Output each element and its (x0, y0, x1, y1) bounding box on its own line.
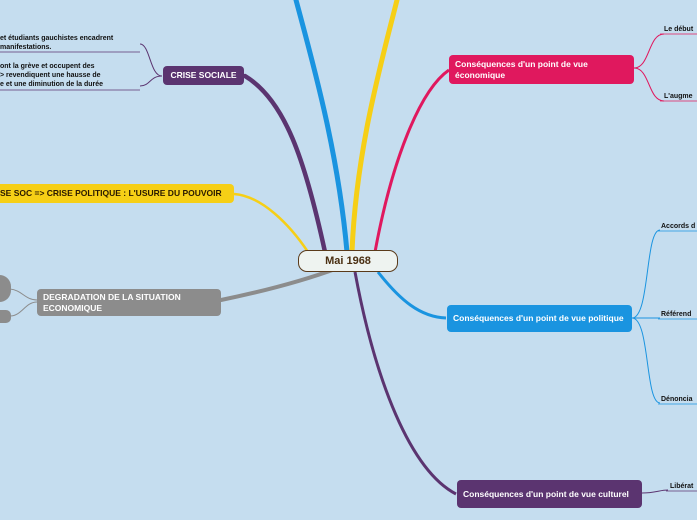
link-politique (376, 271, 447, 320)
topic-consequences-politique[interactable]: Conséquences d'un point de vue politique (447, 305, 632, 332)
leaf-politique-2[interactable]: Référend (661, 311, 692, 318)
central-topic[interactable]: Mai 1968 (298, 250, 398, 272)
note-crise-sociale-4: > revendiquent une hausse de (0, 72, 101, 79)
link-degradation (219, 266, 340, 302)
link-yellow-top (349, 0, 400, 255)
topic-consequences-culturel[interactable]: Conséquences d'un point de vue culturel (457, 480, 642, 508)
leaf-culturel-1[interactable]: Libérat (670, 483, 694, 490)
topic-crise-sociale[interactable]: CRISE SOCIALE (163, 66, 244, 85)
link-economique (373, 68, 450, 253)
note-crise-sociale-1: et étudiants gauchistes encadrent (0, 35, 114, 42)
collapsed-child-2[interactable] (0, 310, 11, 323)
link-crise-sociale (242, 73, 328, 255)
note-crise-sociale-5: e et une diminution de la durée (0, 81, 104, 88)
topic-degradation-economique[interactable]: DEGRADATION DE LA SITUATION ECONOMIQUE (37, 289, 221, 316)
leaf-economique-2[interactable]: L'augme (664, 93, 693, 100)
collapsed-child-1[interactable] (0, 275, 11, 302)
topic-consequences-economique[interactable]: Conséquences d'un point de vue économiqu… (449, 55, 634, 84)
topic-crise-politique[interactable]: SE SOC => CRISE POLITIQUE : L'USURE DU P… (0, 184, 234, 203)
note-crise-sociale-2: manifestations. (0, 44, 52, 51)
leaf-politique-3[interactable]: Dénoncia (661, 396, 693, 403)
note-crise-sociale-3: ont la grève et occupent des (0, 63, 95, 70)
link-culturel (353, 271, 457, 496)
link-crise-politique (233, 192, 310, 253)
leaf-economique-1[interactable]: Le début (664, 26, 694, 33)
leaf-politique-1[interactable]: Accords d (661, 223, 696, 230)
link-blue-top (293, 0, 350, 255)
